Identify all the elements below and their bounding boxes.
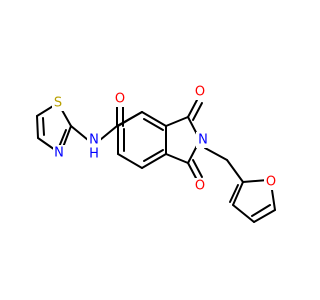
thiazole-nitrogen-label: N [54,146,64,161]
atom-labels: S N N H O O N O O [52,84,278,194]
bond [271,189,276,211]
imide-oxygen-bottom-label: O [195,179,205,194]
bond [143,149,164,162]
bond [251,204,271,217]
bond [58,129,67,148]
imide-oxygen-top-label: O [195,85,205,100]
bond [117,111,143,127]
bond [70,125,89,141]
imide-ring [165,99,203,181]
bond [232,181,244,206]
bond [141,111,167,127]
bond [226,159,244,183]
benzene-ring [117,111,167,169]
bond [253,209,276,223]
bond [165,153,189,164]
amide-oxygen-label: O [115,92,125,107]
molecule-structure: S N N H O O N O O [36,84,278,223]
bond [204,147,228,161]
bond [36,115,39,139]
bond [192,102,203,121]
imide-nitrogen-label: N [198,133,208,148]
amide-group [70,105,143,141]
bond [42,117,45,136]
furan-oxygen-label: O [266,175,276,190]
bond [117,153,143,169]
bond [229,184,239,203]
furan-ring [229,179,276,223]
bond [165,116,189,127]
amide-hydrogen-label: H [89,147,99,162]
bond [192,159,203,178]
bond [99,125,118,141]
bond [242,179,269,183]
methylene-linker [204,147,244,183]
bond [187,162,198,181]
bond [232,204,255,223]
bond [143,118,164,131]
amide-nitrogen-label: N [89,133,99,148]
sulfur-atom-label: S [54,96,62,111]
bond [141,153,167,169]
bond [187,99,198,118]
